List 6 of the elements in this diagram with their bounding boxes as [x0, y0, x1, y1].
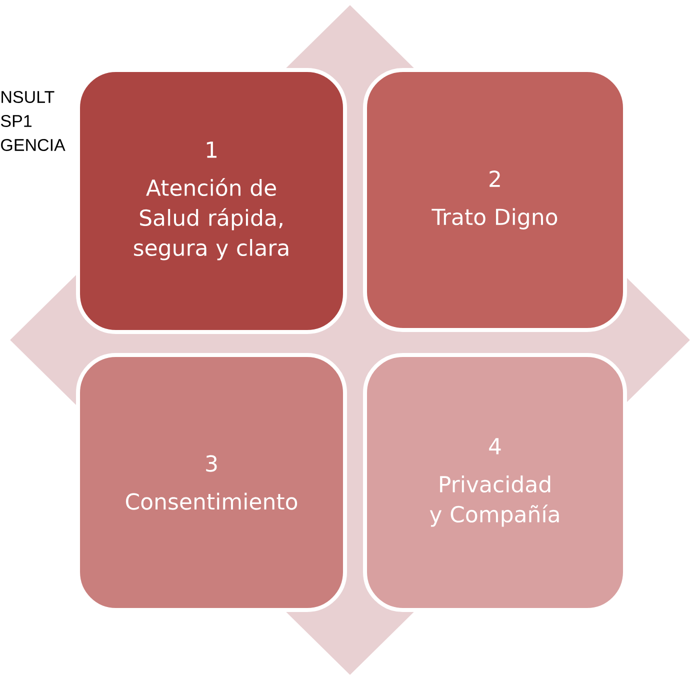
- rounded-box: 2 Trato Digno: [363, 68, 627, 332]
- rounded-box: 1 Atención de Salud rápida, segura y clara: [76, 68, 347, 334]
- rounded-box: 3 Consentimiento: [76, 353, 347, 612]
- label-text: SP1: [0, 114, 32, 128]
- label-text: NSULT: [2, 90, 54, 104]
- rounded-box: 4 Privacidad y Compañía: [363, 353, 627, 612]
